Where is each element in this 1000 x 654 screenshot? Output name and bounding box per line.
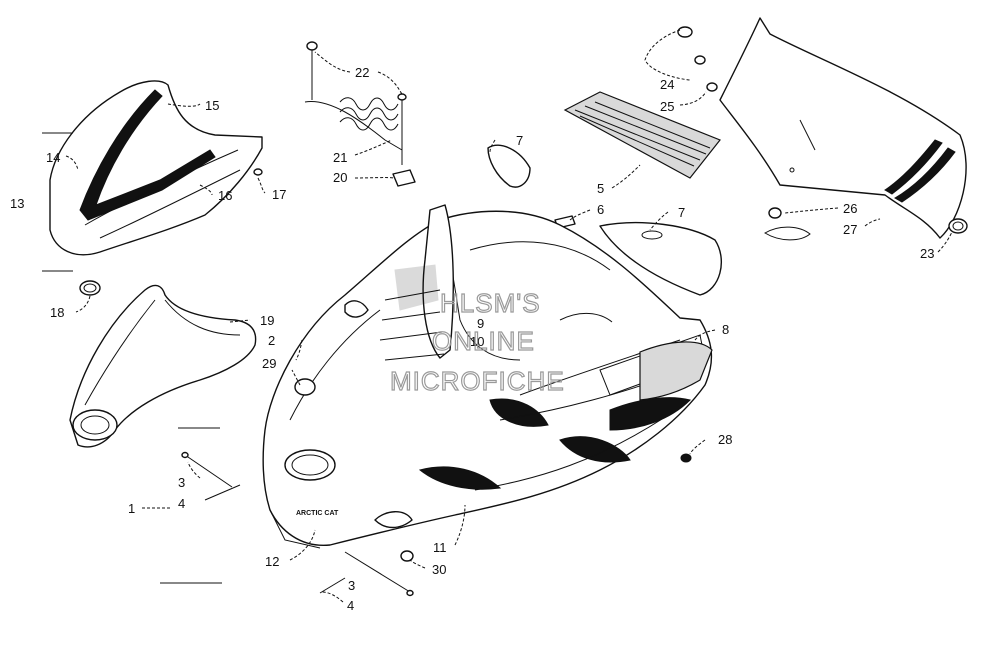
callout-5: 5 — [597, 181, 604, 196]
watermark: HLSM'S ONLINE MICROFICHE — [389, 287, 565, 396]
callout-19: 19 — [260, 313, 274, 328]
windshield — [719, 17, 967, 239]
callout-labels: 1 2 3 4 3 4 5 6 7 7 8 9 10 11 12 13 14 1… — [10, 65, 934, 613]
grommet — [79, 280, 101, 296]
callout-29: 29 — [262, 356, 276, 371]
windshield-hardware — [677, 26, 968, 241]
callout-18: 18 — [50, 305, 64, 320]
callout-2: 2 — [268, 333, 275, 348]
callout-27: 27 — [843, 222, 857, 237]
callout-10: 10 — [470, 334, 484, 349]
callout-24: 24 — [660, 77, 674, 92]
callout-30: 30 — [432, 562, 446, 577]
callout-4a: 4 — [178, 496, 185, 511]
callout-26: 26 — [843, 201, 857, 216]
pins-and-fasteners — [181, 168, 692, 597]
callout-28: 28 — [718, 432, 732, 447]
hood-logo-text: ARCTIC CAT — [296, 510, 339, 517]
callout-23: 23 — [920, 246, 934, 261]
callout-7a: 7 — [516, 133, 523, 148]
watermark-line-3: MICROFICHE — [390, 366, 565, 396]
seat-trim — [69, 284, 257, 448]
callout-3b: 3 — [348, 578, 355, 593]
hood-decals-small — [487, 144, 723, 296]
callout-13: 13 — [10, 196, 24, 211]
callout-4b: 4 — [347, 598, 354, 613]
leader-lines — [65, 29, 953, 603]
section-rules — [42, 132, 222, 584]
callout-22: 22 — [355, 65, 369, 80]
nose-cover — [49, 80, 263, 256]
callout-17: 17 — [272, 187, 286, 202]
callout-20: 20 — [333, 170, 347, 185]
hood: ARCTIC CAT — [262, 204, 713, 549]
callout-21: 21 — [333, 150, 347, 165]
callout-7b: 7 — [678, 205, 685, 220]
callout-11: 11 — [433, 540, 447, 555]
callout-25: 25 — [660, 99, 674, 114]
side-decal — [609, 341, 713, 431]
callout-1: 1 — [128, 501, 135, 516]
callout-3a: 3 — [178, 475, 185, 490]
watermark-line-2: ONLINE — [432, 326, 535, 356]
hood-latch — [304, 41, 416, 187]
callout-8: 8 — [722, 322, 729, 337]
callout-14: 14 — [46, 150, 60, 165]
callout-9: 9 — [477, 316, 484, 331]
callout-12: 12 — [265, 554, 279, 569]
callout-16: 16 — [218, 188, 232, 203]
vent-screen — [563, 91, 721, 179]
watermark-line-1: HLSM'S — [440, 288, 541, 318]
callout-6: 6 — [597, 202, 604, 217]
callout-15: 15 — [205, 98, 219, 113]
